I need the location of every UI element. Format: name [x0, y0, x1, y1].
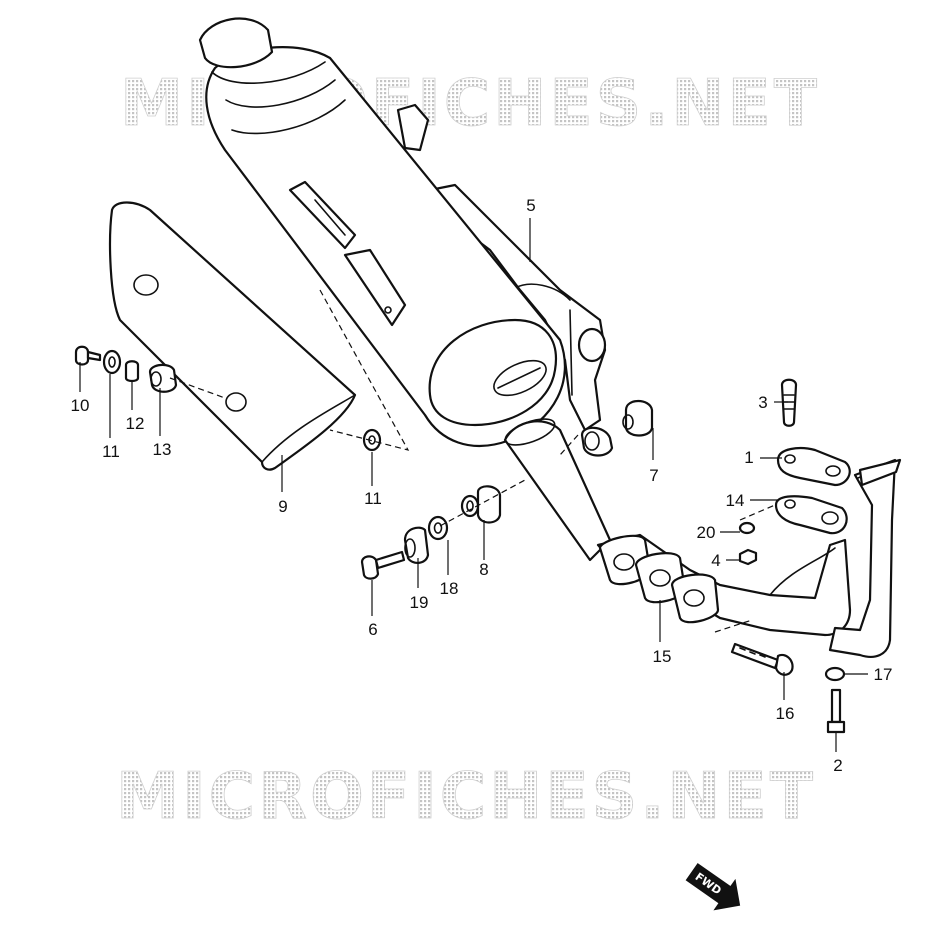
- callout-16: 16: [776, 704, 795, 723]
- callout-10: 10: [71, 396, 90, 415]
- callout-14: 14: [726, 491, 745, 510]
- muffler-outlet-pipe: [503, 418, 612, 562]
- callout-1: 1: [744, 448, 753, 467]
- callout-4: 4: [711, 551, 720, 570]
- callout-9: 9: [278, 497, 287, 516]
- washer-17: [824, 666, 846, 682]
- exhaust-flanges: [774, 447, 851, 535]
- heat-shield: [109, 201, 357, 471]
- bolt-16: [730, 642, 794, 676]
- nut-20: [738, 521, 756, 535]
- watermark-bottom: MICROFICHES.NET: [116, 760, 816, 834]
- bush-7: [622, 399, 654, 437]
- collar-19: [403, 526, 430, 564]
- callout-15: 15: [653, 647, 672, 666]
- callout-5: 5: [526, 196, 535, 215]
- grommet-8: [460, 485, 502, 524]
- leader-lines: [79, 218, 868, 752]
- nut-4: [738, 548, 758, 566]
- callout-7: 7: [649, 466, 658, 485]
- callout-20: 20: [697, 523, 716, 542]
- lock-washer-11-right: [362, 428, 382, 452]
- collar-bracket: [580, 426, 614, 457]
- bolt-6: [360, 550, 406, 580]
- callout-19: 19: [410, 593, 429, 612]
- washer-18: [427, 515, 449, 541]
- flange-gaskets: [598, 534, 720, 624]
- assembly-lines: [169, 289, 776, 633]
- callout-6: 6: [368, 620, 377, 639]
- lock-washer-11-left: [102, 349, 122, 375]
- muffler: [198, 17, 566, 448]
- callout-13: 13: [153, 440, 172, 459]
- bolt-10: [74, 345, 102, 366]
- callout-2: 2: [833, 756, 842, 775]
- fwd-arrow-icon: FWD: [685, 863, 741, 911]
- stud-3: [780, 378, 798, 427]
- callout-11-left: 11: [102, 442, 120, 461]
- bolt-2: [826, 688, 846, 734]
- callout-18: 18: [440, 579, 459, 598]
- callout-8: 8: [479, 560, 488, 579]
- callout-12: 12: [126, 414, 145, 433]
- collar-12: [124, 360, 140, 383]
- callout-3: 3: [758, 393, 767, 412]
- callout-labels: 5 3 1 14 20 4 7 8 18 19 6 15 16 17 2 9 1…: [71, 196, 893, 775]
- callout-11-right: 11: [364, 489, 382, 508]
- callout-17: 17: [874, 665, 893, 684]
- grommet-13: [148, 363, 178, 393]
